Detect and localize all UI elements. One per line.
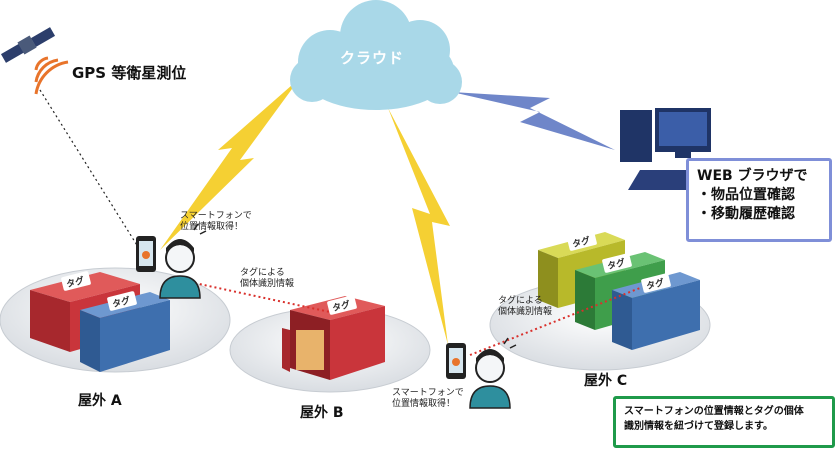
phone-a-caption: スマートフォンで 位置情報取得！ (180, 211, 252, 233)
location-b-label: 屋外 B (300, 405, 344, 421)
tag-c-blue: タグ (641, 273, 671, 293)
web-browser-box: WEB ブラウザで ・物品位置確認 ・移動履歴確認 (686, 158, 832, 242)
tag-info-a-line: タグによる (240, 268, 285, 278)
location-a-label: 屋外 A (78, 393, 122, 409)
tag-link-c (469, 287, 641, 356)
lightning-bolt-b (388, 108, 450, 345)
phone-b-caption: スマートフォンで 位置情報取得！ (392, 388, 464, 410)
note-box-line: スマートフォンの位置情報とタグの個体 (624, 406, 804, 417)
phone-b-caption-line: スマートフォンで (392, 388, 464, 398)
gps-signal-line (39, 89, 141, 251)
note-box: スマートフォンの位置情報とタグの個体 識別情報を紐づけて登録します。 (613, 396, 835, 448)
lightning-bolt-web (452, 92, 615, 150)
phone-b-caption-line: 位置情報取得！ (392, 399, 456, 409)
phone-a-caption-line: スマートフォンで (180, 211, 252, 221)
tag-c-yellow: タグ (567, 231, 597, 251)
web-box-line: ・物品位置確認 (697, 187, 795, 203)
tag-link-a-to-b (189, 281, 331, 313)
person-icon-b (469, 337, 517, 409)
tag-info-c-line: 個体識別情報 (498, 307, 553, 317)
web-box-line: ・移動履歴確認 (697, 206, 795, 222)
smartphone-icon-a (136, 236, 156, 272)
location-c-label: 屋外 C (584, 373, 628, 389)
tag-c-green: タグ (602, 253, 632, 273)
smartphone-icon-b (446, 343, 466, 379)
satellite-icon (0, 27, 69, 95)
web-box-line: WEB ブラウザで (697, 168, 808, 184)
container-a-blue (80, 292, 170, 372)
note-box-line: 識別情報を紐づけて登録します。 (624, 421, 773, 432)
person-icon-a (159, 223, 207, 299)
phone-a-caption-line: 位置情報取得！ (180, 222, 244, 232)
tag-a-red: タグ (61, 271, 91, 291)
cloud-label: クラウド (340, 49, 405, 67)
gps-label: GPS 等衛星測位 (72, 64, 187, 82)
tag-info-c-caption: タグによる 個体識別情報 (498, 296, 552, 318)
tag-a-blue: タグ (107, 291, 137, 311)
lightning-bolt-a (160, 78, 300, 250)
tag-info-c-line: タグによる (498, 296, 543, 306)
tag-info-a-caption: タグによる 個体識別情報 (240, 268, 294, 290)
tag-b-red: タグ (327, 295, 357, 315)
cloud-icon (290, 0, 462, 110)
tag-info-a-line: 個体識別情報 (240, 279, 295, 289)
